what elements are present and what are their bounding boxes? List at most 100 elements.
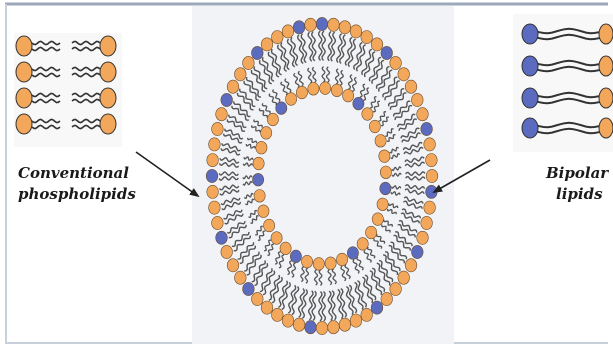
inner-lipid-head — [320, 82, 331, 95]
outer-lipid-head — [261, 38, 273, 51]
inner-lipid-head — [380, 166, 391, 179]
outer-lipid-head — [272, 30, 284, 43]
outer-lipid-head — [235, 68, 247, 81]
inner-lipid-head — [380, 182, 391, 195]
outer-lipid-head — [243, 56, 255, 69]
outer-lipid-head — [227, 80, 239, 93]
outer-lipid-head — [371, 38, 383, 51]
phospholipid-head — [100, 88, 116, 108]
bipolar-lipid-head — [599, 88, 613, 108]
bipolar-lipid-head — [599, 56, 613, 76]
inner-lipid-head — [347, 247, 358, 260]
inner-lipid-head — [362, 108, 373, 121]
outer-lipid-head — [412, 93, 424, 106]
inner-lipid-head — [256, 141, 267, 154]
outer-lipid-head — [272, 308, 284, 321]
bipolar-lipid-head — [522, 88, 538, 108]
outer-lipid-head — [371, 301, 383, 314]
outer-lipid-head — [293, 21, 305, 34]
outer-lipid-head — [243, 282, 255, 295]
phospholipid-head — [16, 36, 32, 56]
inner-lipid-head — [271, 232, 282, 245]
outer-lipid-head — [227, 259, 239, 272]
outer-lipid-head — [305, 321, 317, 334]
bipolar-lipid-head — [522, 56, 538, 76]
inner-lipid-head — [264, 219, 275, 232]
inner-lipid-head — [261, 127, 272, 140]
bipolar-lipid-head — [599, 24, 613, 44]
outer-lipid-head — [328, 321, 340, 334]
bipolar-lipid-head — [522, 24, 538, 44]
outer-lipid-head — [424, 201, 436, 214]
outer-lipid-head — [207, 185, 219, 198]
inner-lipid-head — [267, 113, 278, 126]
outer-lipid-head — [209, 138, 221, 151]
outer-lipid-head — [235, 271, 247, 284]
outer-lipid-head — [417, 231, 429, 244]
outer-lipid-head — [316, 17, 328, 30]
inner-lipid-head — [379, 150, 390, 163]
outer-lipid-head — [421, 122, 433, 135]
outer-lipid-head — [390, 56, 402, 69]
outer-lipid-head — [405, 80, 417, 93]
outer-lipid-head — [398, 68, 410, 81]
inner-lipid-head — [286, 93, 297, 106]
inner-lipid-head — [296, 86, 307, 99]
outer-lipid-head — [221, 93, 233, 106]
outer-lipid-head — [381, 46, 393, 59]
inner-lipid-head — [253, 173, 264, 186]
outer-lipid-head — [421, 216, 433, 229]
inner-lipid-head — [280, 242, 291, 255]
bipolar-lipid-head — [522, 118, 538, 138]
outer-lipid-head — [216, 108, 228, 121]
inner-lipid-head — [337, 253, 348, 266]
phospholipid-head — [100, 36, 116, 56]
outer-lipid-head — [209, 201, 221, 214]
outer-lipid-head — [305, 18, 317, 31]
outer-lipid-head — [350, 314, 362, 327]
inner-lipid-head — [258, 205, 269, 218]
inner-lipid-head — [357, 238, 368, 251]
outer-lipid-head — [417, 108, 429, 121]
outer-lipid-head — [381, 292, 393, 305]
outer-lipid-head — [282, 314, 294, 327]
outer-lipid-head — [221, 245, 233, 258]
outer-lipid-head — [339, 318, 351, 331]
arrow-left — [136, 152, 198, 196]
bipolar-label-line2: lipids — [556, 185, 603, 203]
phospholipid-head — [100, 114, 116, 134]
inner-lipid-head — [366, 226, 377, 239]
inner-lipid-head — [343, 89, 354, 102]
outer-lipid-head — [412, 245, 424, 258]
outer-lipid-head — [282, 25, 294, 38]
phospholipid-head — [16, 62, 32, 82]
outer-lipid-head — [424, 138, 436, 151]
bipolar-label-line1: Bipolar — [545, 164, 609, 182]
outer-lipid-head — [251, 46, 263, 59]
conventional-label-line2: phospholipids — [18, 185, 136, 203]
outer-lipid-head — [398, 271, 410, 284]
phospholipid-head — [16, 88, 32, 108]
inner-lipid-head — [290, 250, 301, 263]
outer-lipid-head — [206, 169, 218, 182]
inner-lipid-head — [308, 83, 319, 96]
inner-lipid-head — [353, 97, 364, 110]
outer-lipid-head — [328, 18, 340, 31]
inner-lipid-head — [325, 257, 336, 270]
outer-lipid-head — [426, 154, 438, 167]
outer-lipid-head — [361, 30, 373, 43]
outer-lipid-head — [207, 154, 219, 167]
bipolar-lipid-head — [599, 118, 613, 138]
outer-lipid-head — [261, 301, 273, 314]
outer-lipid-head — [316, 321, 328, 334]
inner-lipid-head — [369, 120, 380, 133]
inner-lipid-head — [254, 190, 265, 203]
inner-lipid-head — [313, 258, 324, 271]
inner-lipid-head — [331, 84, 342, 97]
inner-lipid-head — [276, 102, 287, 115]
outer-lipid-head — [350, 25, 362, 38]
outer-lipid-head — [339, 21, 351, 34]
outer-lipid-head — [212, 122, 224, 135]
outer-lipid-head — [426, 169, 438, 182]
inner-lipid-head — [375, 135, 386, 148]
